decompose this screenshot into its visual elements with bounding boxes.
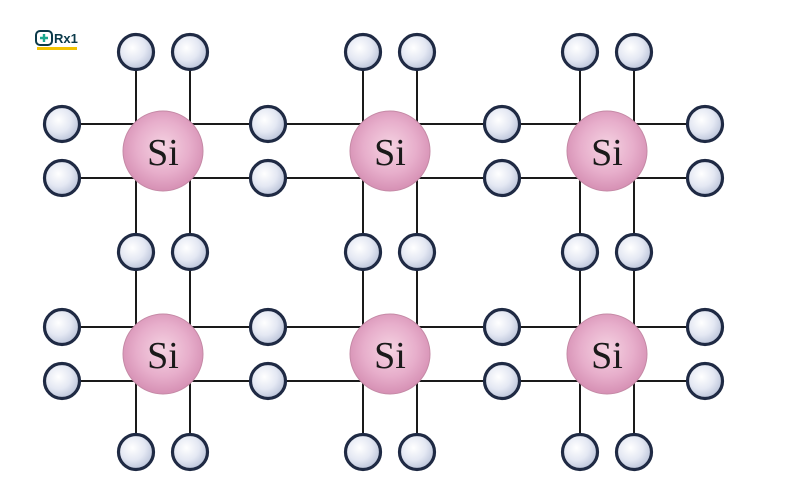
electron xyxy=(170,432,210,472)
electron xyxy=(560,232,600,272)
electron xyxy=(116,432,156,472)
silicon-atom: Si xyxy=(349,313,431,395)
logo-underline-bar xyxy=(37,47,77,50)
silicon-atom-label: Si xyxy=(374,132,406,174)
electron xyxy=(116,232,156,272)
plus-icon xyxy=(40,34,48,42)
silicon-atom: Si xyxy=(566,313,648,395)
electron xyxy=(397,232,437,272)
electron xyxy=(482,307,522,347)
electron xyxy=(614,32,654,72)
electron xyxy=(343,32,383,72)
silicon-atom: Si xyxy=(122,110,204,192)
silicon-atom-circle xyxy=(122,313,204,395)
electron xyxy=(42,158,82,198)
electron xyxy=(685,104,725,144)
silicon-atom-label: Si xyxy=(591,132,623,174)
electron xyxy=(482,104,522,144)
silicon-atom-circle xyxy=(122,110,204,192)
electron xyxy=(116,32,156,72)
silicon-atom-label: Si xyxy=(147,335,179,377)
logo-text: Rx1 xyxy=(54,31,78,46)
electron xyxy=(248,307,288,347)
silicon-atom-label: Si xyxy=(591,335,623,377)
silicon-atom-circle xyxy=(349,110,431,192)
silicon-atom-label: Si xyxy=(147,132,179,174)
electrons-layer xyxy=(42,32,725,472)
electron xyxy=(685,307,725,347)
electron xyxy=(248,158,288,198)
electron xyxy=(248,104,288,144)
electron xyxy=(248,361,288,401)
electron xyxy=(482,158,522,198)
electron xyxy=(42,104,82,144)
electron xyxy=(397,432,437,472)
silicon-atom-circle xyxy=(349,313,431,395)
electron xyxy=(560,432,600,472)
silicon-atom: Si xyxy=(349,110,431,192)
electron xyxy=(170,32,210,72)
silicon-atom-circle xyxy=(566,313,648,395)
silicon-atom: Si xyxy=(122,313,204,395)
electron xyxy=(560,32,600,72)
electron xyxy=(614,232,654,272)
brand-logo: Rx1 xyxy=(35,30,78,50)
electron xyxy=(343,232,383,272)
electron xyxy=(42,307,82,347)
electron xyxy=(170,232,210,272)
electron xyxy=(397,32,437,72)
electron xyxy=(42,361,82,401)
electron xyxy=(343,432,383,472)
electron xyxy=(685,158,725,198)
silicon-atom-label: Si xyxy=(374,335,406,377)
electron xyxy=(685,361,725,401)
electron xyxy=(614,432,654,472)
silicon-atom-circle xyxy=(566,110,648,192)
logo-plus-box xyxy=(35,30,53,46)
silicon-atom: Si xyxy=(566,110,648,192)
electron xyxy=(482,361,522,401)
